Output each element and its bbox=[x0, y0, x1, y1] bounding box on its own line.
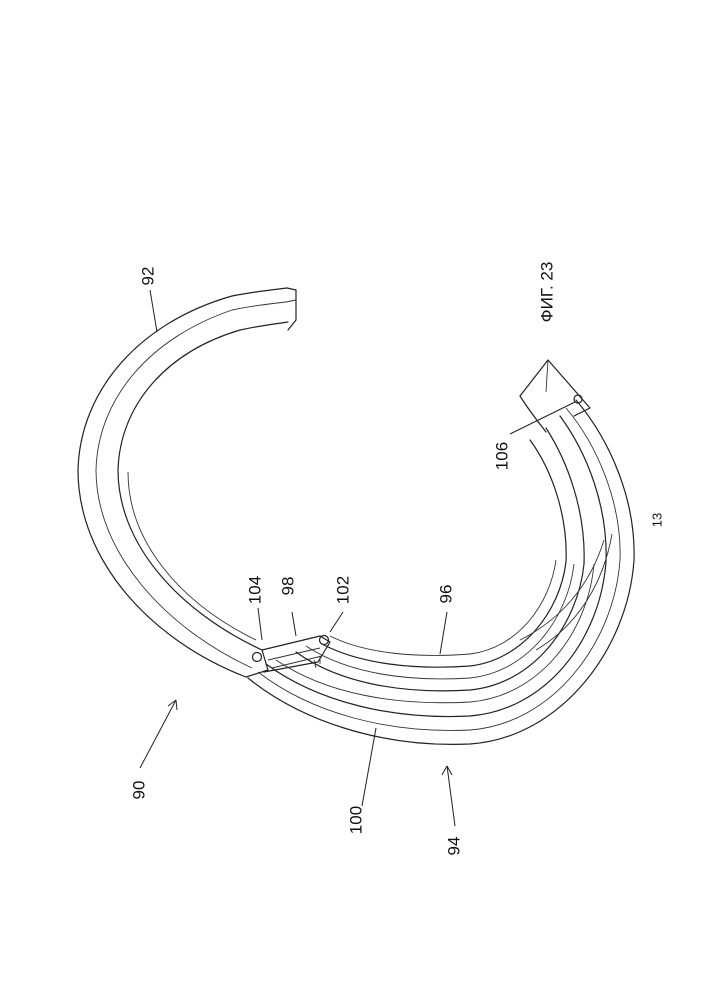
label-104: 104 bbox=[245, 576, 264, 604]
figure-caption: ФИГ. 23 bbox=[537, 262, 556, 323]
upper-ring-segment bbox=[78, 288, 296, 677]
leaders bbox=[140, 290, 575, 826]
label-106: 106 bbox=[492, 442, 511, 470]
lower-ring-segment bbox=[248, 360, 634, 744]
label-96: 96 bbox=[436, 585, 455, 604]
label-98: 98 bbox=[278, 577, 297, 596]
pivot-pin-104 bbox=[253, 653, 262, 662]
reference-labels: 92 104 98 102 96 106 90 100 94 bbox=[129, 267, 511, 856]
label-92: 92 bbox=[138, 267, 157, 286]
label-100: 100 bbox=[346, 806, 365, 834]
label-90: 90 bbox=[129, 781, 148, 800]
page-number: 13 bbox=[649, 513, 664, 527]
label-102: 102 bbox=[333, 576, 352, 604]
label-94: 94 bbox=[444, 837, 463, 856]
